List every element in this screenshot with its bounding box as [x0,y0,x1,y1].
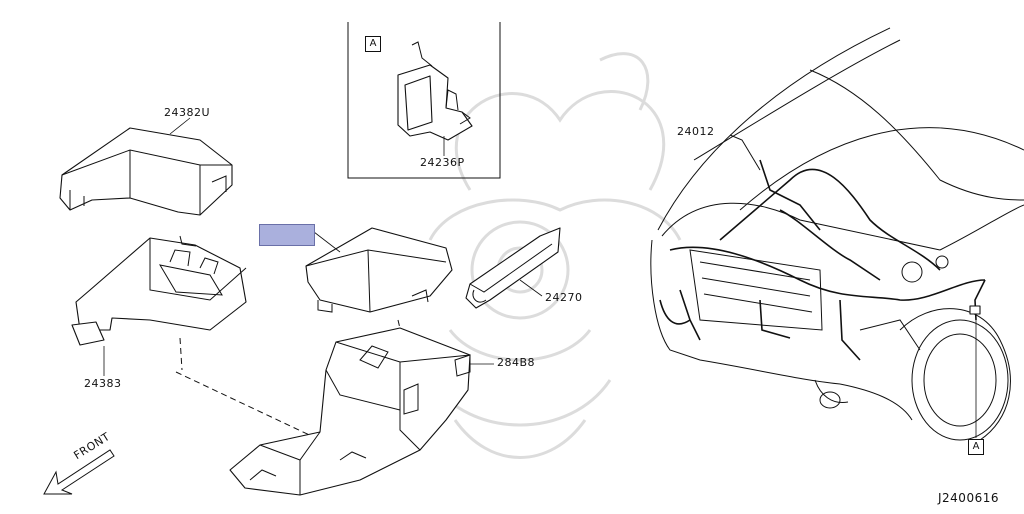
protector-part [465,227,561,309]
label-lower-box: 24383 [84,377,122,390]
label-relay: 284B8 [497,356,536,369]
upper-cover-part [59,117,233,216]
label-protector: 24270 [545,291,583,304]
wiring-harness [659,134,986,438]
label-upper-cover: 24382U [164,106,211,119]
car-front-illustration [650,27,1024,441]
inset-frame [347,22,501,179]
label-harness: 24012 [677,125,715,138]
watermark-emblem [428,52,682,459]
reference-a-car: A [968,439,984,455]
highlighted-part-label [259,224,315,246]
reference-a-inset: A [365,36,381,52]
base-tray-part [229,327,494,496]
middle-cover-part [305,227,453,313]
label-bracket: 24236P [420,156,465,169]
figure-code: J2400616 [938,491,999,505]
lower-box-part [71,235,247,376]
bracket-part [397,41,473,156]
front-arrow-icon [43,449,115,495]
